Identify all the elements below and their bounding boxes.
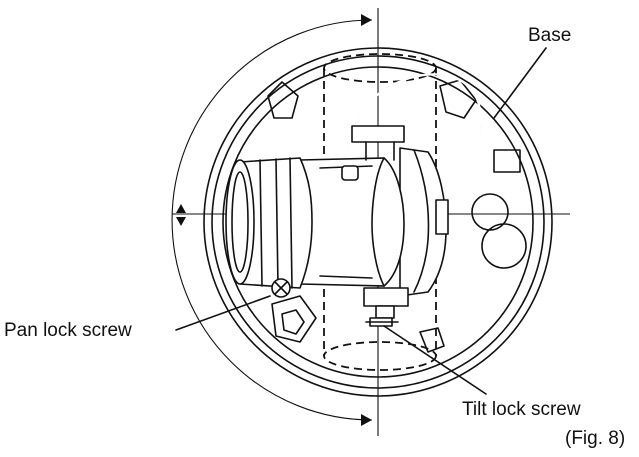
figure-number: (Fig. 8) — [565, 428, 625, 449]
pan-screw-leader-line — [175, 295, 271, 331]
tilt-screw-leader-line — [383, 325, 487, 395]
base-housing — [203, 47, 553, 397]
tilt-lock-assembly — [363, 287, 409, 327]
pan-rotation-arc — [171, 14, 373, 426]
leader-lines — [175, 47, 547, 395]
camera-cable — [347, 73, 483, 192]
camera-assembly — [225, 125, 449, 297]
pan-lock-screw-icon — [271, 278, 291, 298]
base-leader-line — [493, 47, 547, 119]
label-base: Base — [528, 25, 571, 46]
label-pan-lock-screw: Pan lock screw — [4, 320, 132, 341]
label-tilt-lock-screw: Tilt lock screw — [462, 399, 581, 420]
